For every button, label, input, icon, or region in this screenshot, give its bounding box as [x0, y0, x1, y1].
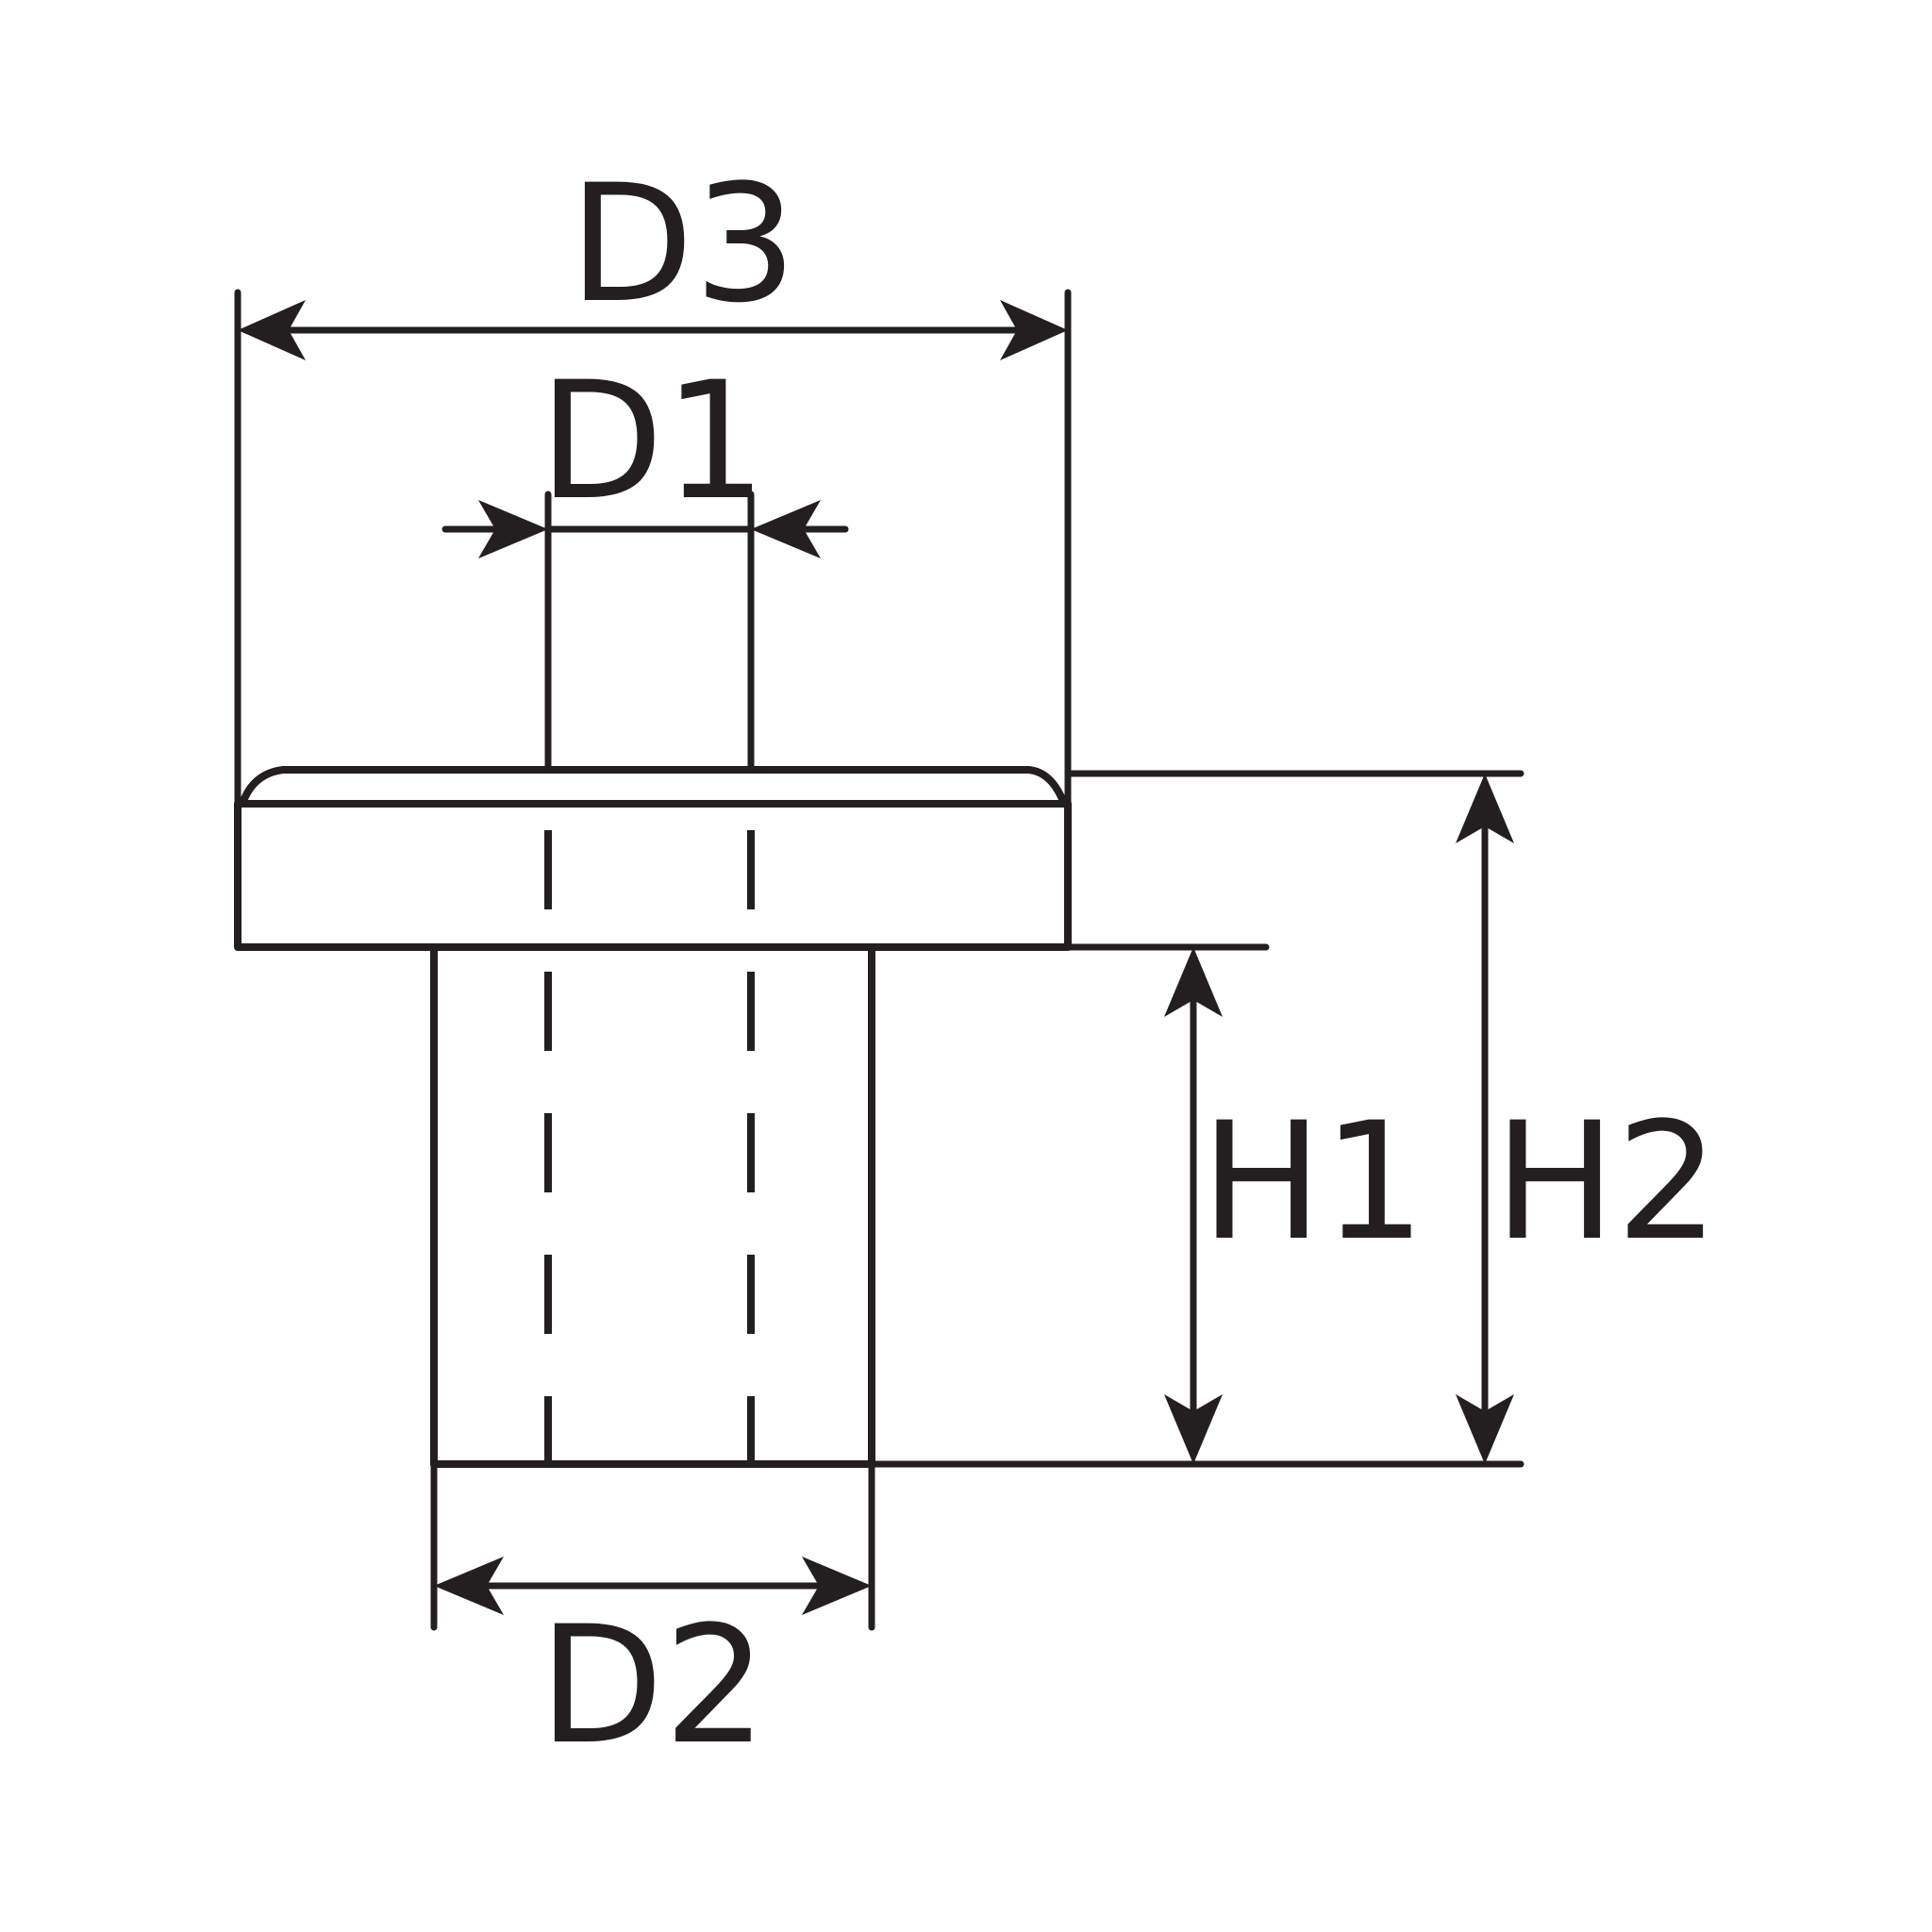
dimension-d1: D1	[441, 346, 849, 774]
d1-arrow-left	[478, 500, 548, 558]
bore-hidden-lines	[544, 830, 755, 1464]
h1-arrow-bottom	[1164, 1394, 1223, 1464]
d1-arrow-right	[751, 500, 821, 558]
h2-arrow-top	[1456, 774, 1514, 843]
dimension-d3: D3	[234, 149, 1072, 808]
h2-arrow-bottom	[1456, 1394, 1514, 1464]
d2-arrow-left	[434, 1557, 504, 1615]
dimension-h1: H1	[868, 943, 1524, 1468]
flange-body	[234, 800, 1072, 951]
d1-label: D1	[539, 346, 767, 536]
d3-label: D3	[569, 149, 797, 339]
h1-label: H1	[1201, 1087, 1426, 1276]
h2-label: H2	[1494, 1087, 1720, 1276]
dimension-d2: D2	[430, 1460, 875, 1780]
d3-arrow-left	[238, 300, 306, 360]
h1-arrow-top	[1164, 947, 1223, 1017]
dimension-h2: H2	[1064, 770, 1720, 1464]
part-outline	[234, 766, 1072, 1468]
d2-label: D2	[539, 1591, 767, 1780]
flange-top-edge	[239, 766, 1068, 808]
d2-arrow-right	[802, 1557, 872, 1615]
d3-arrow-right	[1000, 300, 1068, 360]
